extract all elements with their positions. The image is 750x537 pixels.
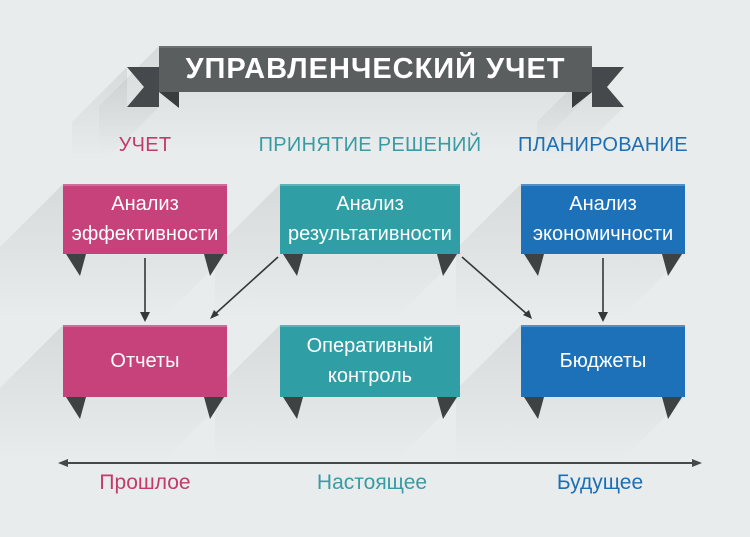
- column-header-decision-making: ПРИНЯТИЕ РЕШЕНИЙ: [258, 133, 482, 156]
- node-economy-analysis: Анализ экономичности: [521, 184, 685, 254]
- box-shadow: [0, 184, 227, 319]
- box-fold: [437, 254, 457, 276]
- banner-tail-left-shadow: [72, 67, 159, 162]
- arrow-performance-to-budgets: [461, 256, 529, 316]
- arrowhead-icon: [210, 310, 219, 319]
- ribbon-tail-left: [127, 67, 159, 107]
- arrowhead-icon: [598, 312, 608, 322]
- title-ribbon: УПРАВЛЕНЧЕСКИЙ УЧЕТ: [159, 46, 592, 92]
- box-fold: [662, 254, 682, 276]
- node-operational-control: Оперативный контроль: [280, 325, 460, 397]
- column-header-accounting: УЧЕТ: [118, 133, 172, 156]
- time-axis: [58, 459, 702, 467]
- node-reports: Отчеты: [63, 325, 227, 397]
- axis-arrowhead-left-icon: [58, 459, 68, 467]
- box-fold: [283, 254, 303, 276]
- connector-arrows: [140, 256, 608, 322]
- node-effectiveness-analysis: Анализ эффективности: [63, 184, 227, 254]
- axis-label-past: Прошлое: [99, 471, 191, 494]
- box-fold: [524, 397, 544, 419]
- ribbon-fold-left: [159, 92, 179, 108]
- box-fold: [524, 254, 544, 276]
- box-fold: [437, 397, 457, 419]
- axis-label-present: Настоящее: [316, 471, 428, 494]
- box-fold: [283, 397, 303, 419]
- page-title: УПРАВЛЕНЧЕСКИЙ УЧЕТ: [185, 52, 566, 85]
- box-shadow: [0, 325, 227, 462]
- arrow-performance-to-reports: [213, 256, 279, 316]
- box-fold: [66, 254, 86, 276]
- box-corner-folds: [66, 254, 682, 419]
- box-shadow: [456, 184, 685, 319]
- box-shadow: [456, 325, 685, 462]
- box-fold: [662, 397, 682, 419]
- axis-label-future: Будущее: [556, 471, 644, 494]
- box-fold: [204, 397, 224, 419]
- ribbon-fold-right: [572, 92, 592, 108]
- node-budgets: Бюджеты: [521, 325, 685, 397]
- column-header-planning: ПЛАНИРОВАНИЕ: [518, 133, 688, 156]
- box-shadow: [215, 184, 460, 319]
- flat-shadows: [0, 46, 685, 462]
- axis-arrowhead-right-icon: [692, 459, 702, 467]
- arrowhead-icon: [523, 310, 532, 319]
- banner-tail-right-shadow: [537, 67, 624, 162]
- node-performance-analysis: Анализ результативности: [280, 184, 460, 254]
- box-shadow: [215, 325, 460, 462]
- banner-shadow: [99, 46, 592, 152]
- arrowhead-icon: [140, 312, 150, 322]
- box-fold: [204, 254, 224, 276]
- ribbon-tail-right: [592, 67, 624, 107]
- box-fold: [66, 397, 86, 419]
